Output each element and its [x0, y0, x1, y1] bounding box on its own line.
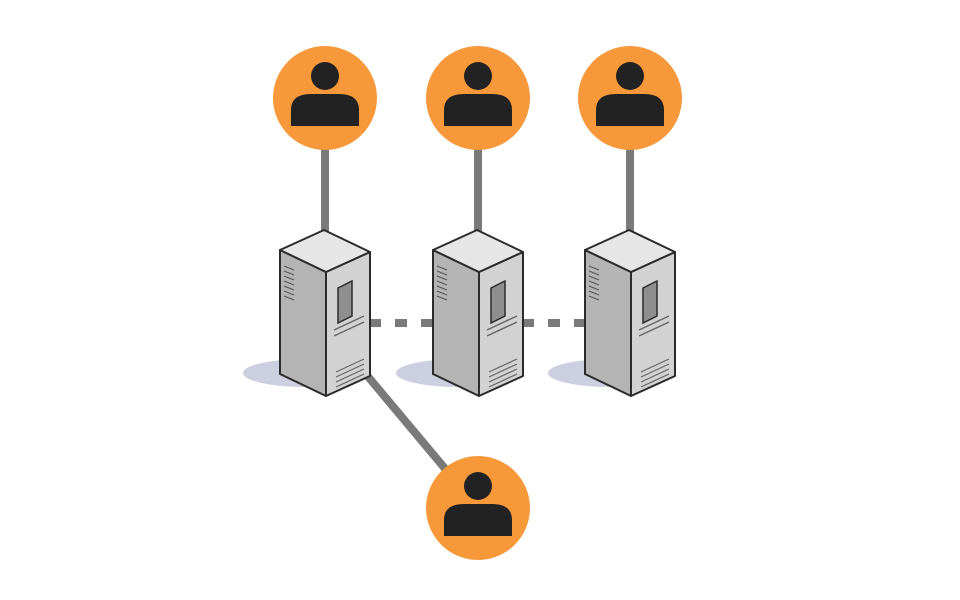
servers — [279, 229, 676, 397]
user-icon — [426, 456, 530, 560]
server-tower-icon — [279, 229, 371, 397]
users — [273, 46, 682, 560]
user-icon — [578, 46, 682, 150]
server-tower-icon — [584, 229, 676, 397]
user-icon — [273, 46, 377, 150]
user-icon — [426, 46, 530, 150]
server-tower-icon — [432, 229, 524, 397]
